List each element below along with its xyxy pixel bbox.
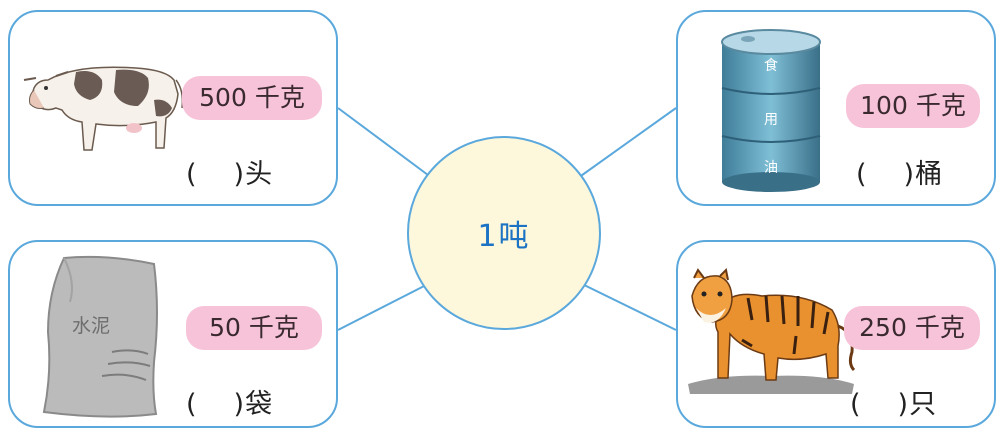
paren-open: (: [856, 159, 868, 190]
paren-close: ): [897, 389, 910, 420]
weight-label-oil: 100 千克: [846, 84, 980, 128]
card-cow: 500 千克 ()头: [8, 10, 338, 206]
connector-tiger: [577, 281, 677, 331]
paren-close: ): [903, 159, 916, 190]
weight-label-cement: 50 千克: [186, 306, 322, 350]
connector-cow: [337, 107, 433, 179]
center-circle: 1吨: [407, 136, 601, 330]
unit-label: 桶: [915, 159, 944, 190]
paren-open: (: [186, 389, 198, 420]
tiger-illustration: [688, 267, 856, 394]
barrel-text-3: 油: [764, 160, 778, 176]
connector-cement: [337, 281, 433, 331]
card-tiger: 250 千克 ()只: [676, 240, 996, 428]
paren-open: (: [186, 159, 198, 190]
paren-close: ): [233, 389, 246, 420]
center-label: 1吨: [477, 219, 531, 254]
answer-blank-cement: ()袋: [186, 382, 273, 421]
answer-blank-cow: ()头: [186, 152, 273, 191]
card-oil: 食 用 油 100 千克 ()桶: [676, 10, 996, 206]
paren-open: (: [850, 389, 862, 420]
bag-text: 水泥: [72, 315, 110, 337]
card-cement: 水泥 50 千克 ()袋: [8, 240, 338, 428]
barrel-text-2: 用: [764, 112, 778, 128]
cement-bag-illustration: 水泥: [42, 255, 158, 418]
barrel-text-1: 食: [764, 57, 778, 74]
cow-illustration: [23, 66, 184, 151]
answer-blank-tiger: ()只: [850, 382, 937, 421]
weight-label-tiger: 250 千克: [844, 306, 980, 350]
connector-oil: [577, 107, 677, 179]
answer-blank-oil: ()桶: [856, 152, 943, 191]
unit-label: 袋: [245, 389, 274, 420]
unit-label: 只: [909, 389, 938, 420]
unit-label: 头: [245, 159, 274, 190]
weight-label-cow: 500 千克: [182, 76, 322, 120]
oil-barrel-illustration: 食 用 油: [721, 29, 821, 192]
paren-close: ): [233, 159, 246, 190]
